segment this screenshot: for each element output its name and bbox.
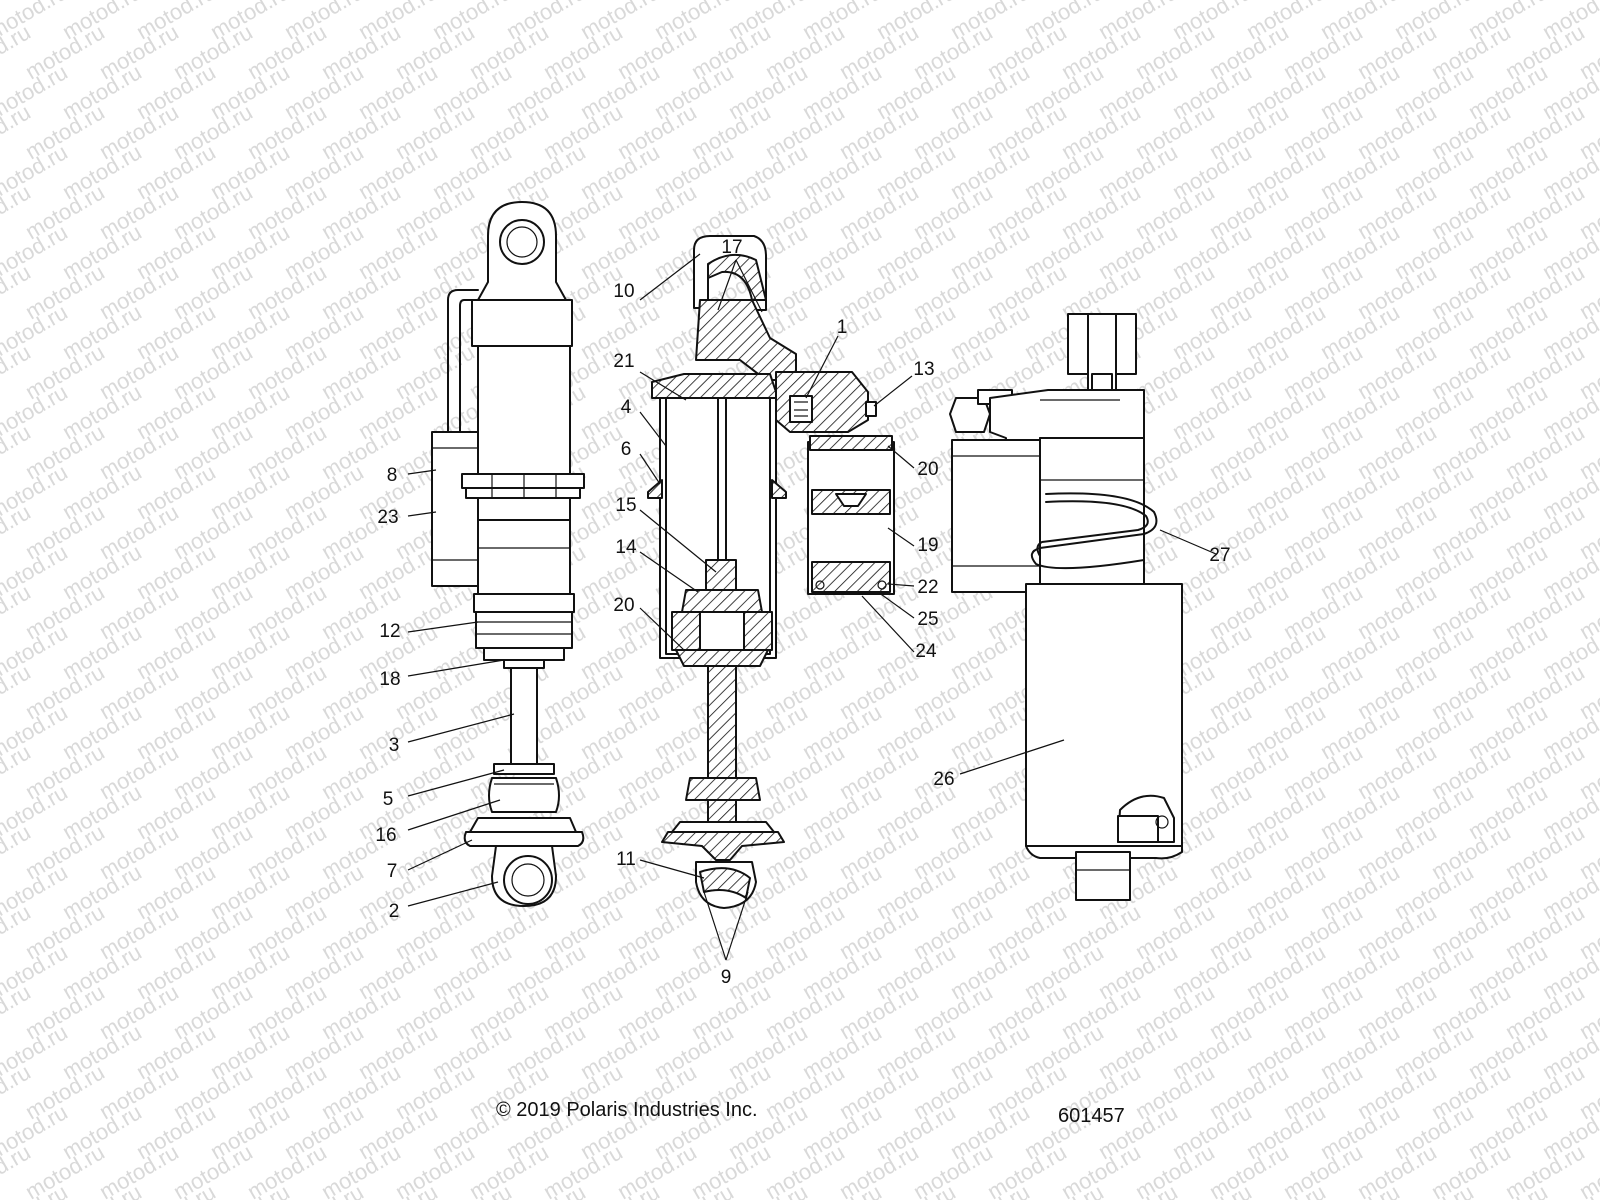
callout-10: 10 [613, 281, 634, 302]
callout-27: 27 [1209, 545, 1230, 566]
callout-6: 6 [621, 439, 632, 460]
callout-21: 21 [613, 351, 634, 372]
callout-14: 14 [615, 537, 637, 558]
callout-23: 23 [377, 507, 398, 528]
callout-13: 13 [913, 359, 934, 380]
callout-24: 24 [915, 641, 937, 662]
callout-9: 9 [721, 967, 732, 988]
callout-25: 25 [917, 609, 938, 630]
callout-labels: 1 2 3 4 5 6 7 8 9 10 11 12 13 14 15 16 1… [375, 237, 1230, 988]
callout-15: 15 [615, 495, 636, 516]
callout-4: 4 [621, 397, 632, 418]
callout-2: 2 [389, 901, 400, 922]
callout-19: 19 [917, 535, 938, 556]
callout-11: 11 [616, 849, 636, 870]
callout-26: 26 [933, 769, 954, 790]
callout-22: 22 [917, 577, 938, 598]
cross-section-center [647, 235, 895, 909]
callout-18: 18 [379, 669, 400, 690]
leader-lines [407, 253, 1217, 961]
figure-number: 601457 [1058, 1105, 1125, 1127]
callout-1: 1 [837, 317, 848, 338]
callout-17: 17 [721, 237, 742, 258]
callout-12: 12 [379, 621, 400, 642]
callout-7: 7 [387, 861, 398, 882]
watermark-text: motod.ru [1575, 0, 1600, 4]
callout-8: 8 [387, 465, 398, 486]
callout-20-reservoir: 20 [917, 459, 938, 480]
external-view-right [949, 313, 1183, 901]
callout-16: 16 [375, 825, 396, 846]
callout-20-piston: 20 [613, 595, 634, 616]
callout-3: 3 [389, 735, 400, 756]
assembled-shock-left [431, 201, 585, 907]
callout-5: 5 [383, 789, 394, 810]
copyright-text: © 2019 Polaris Industries Inc. [496, 1099, 758, 1121]
